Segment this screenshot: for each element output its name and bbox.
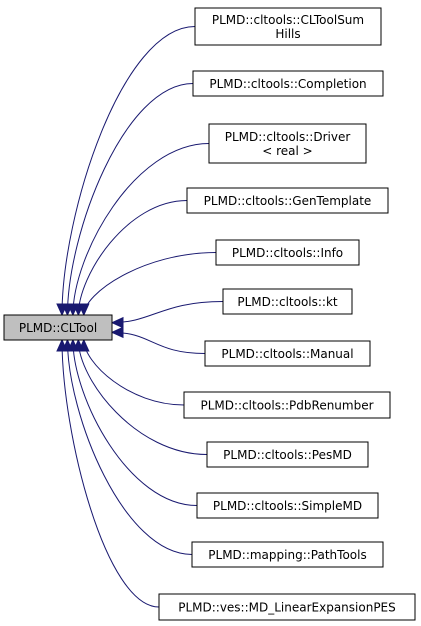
child-node[interactable]: PLMD::cltools::GenTemplate [186, 187, 389, 214]
inheritance-edge [61, 26, 196, 316]
inheritance-edge [83, 252, 217, 316]
child-node-box [196, 492, 379, 519]
child-node[interactable]: PLMD::cltools::Info [215, 239, 360, 266]
child-node-box [191, 541, 384, 568]
child-node-box [215, 239, 360, 266]
arrowhead-icon [110, 316, 124, 329]
arrowhead-icon [56, 338, 68, 352]
edges-layer [56, 26, 224, 608]
child-node-box [186, 187, 389, 214]
child-node-label: PLMD::cltools::PdbRenumber [200, 399, 373, 413]
inheritance-edge [61, 339, 160, 608]
inheritance-edge [77, 200, 188, 316]
child-node[interactable]: PLMD::cltools::Manual [204, 340, 371, 367]
child-node-box [192, 70, 384, 97]
child-node[interactable]: PLMD::cltools::Completion [192, 70, 384, 97]
child-node-box [158, 593, 416, 621]
child-node[interactable]: PLMD::cltools::PesMD [206, 441, 369, 468]
child-node-label: < real > [262, 144, 312, 158]
arrowhead-icon [78, 303, 90, 317]
child-node[interactable]: PLMD::cltools::Driver< real > [208, 123, 367, 164]
child-node[interactable]: PLMD::cltools::kt [222, 288, 353, 315]
child-node[interactable]: PLMD::cltools::SimpleMD [196, 492, 379, 519]
inheritance-edge [72, 143, 210, 316]
child-node[interactable]: PLMD::cltools::PdbRenumber [183, 391, 391, 419]
child-node-label: PLMD::cltools::Completion [209, 77, 366, 91]
inheritance-edge [66, 83, 194, 316]
inheritance-edge [111, 331, 206, 354]
inheritance-edge [83, 339, 185, 406]
child-node-box [208, 123, 367, 164]
child-node-label: PLMD::cltools::PesMD [223, 448, 352, 462]
child-node-box [206, 441, 369, 468]
child-node-box [222, 288, 353, 315]
child-nodes-layer: PLMD::cltools::CLToolSumHillsPLMD::cltoo… [158, 7, 416, 621]
child-node-label: PLMD::cltools::GenTemplate [204, 194, 372, 208]
child-node[interactable]: PLMD::mapping::PathTools [191, 541, 384, 568]
arrowhead-icon [110, 326, 124, 339]
child-node-label: PLMD::cltools::Manual [221, 347, 353, 361]
child-node-label: PLMD::cltools::SimpleMD [213, 499, 362, 513]
inheritance-edge [111, 301, 224, 324]
root-node-box [3, 314, 113, 341]
child-node-label: Hills [275, 27, 300, 41]
child-node[interactable]: PLMD::ves::MD_LinearExpansionPES [158, 593, 416, 621]
inheritance-edge [66, 339, 193, 555]
child-node-label: PLMD::cltools::kt [237, 295, 338, 309]
root-node-cltool[interactable]: PLMD::CLTool [3, 314, 113, 341]
child-node-label: PLMD::cltools::Driver [225, 130, 351, 144]
root-node-label: PLMD::CLTool [19, 321, 97, 335]
inheritance-edge [77, 339, 208, 455]
child-node-label: PLMD::mapping::PathTools [208, 548, 366, 562]
child-node-label: PLMD::cltools::CLToolSum [212, 13, 364, 27]
child-node-label: PLMD::cltools::Info [232, 246, 343, 260]
child-node-box [194, 7, 382, 46]
child-node-label: PLMD::ves::MD_LinearExpansionPES [178, 601, 396, 615]
child-node-box [183, 391, 391, 419]
inheritance-edge [72, 339, 198, 506]
child-node-box [204, 340, 371, 367]
